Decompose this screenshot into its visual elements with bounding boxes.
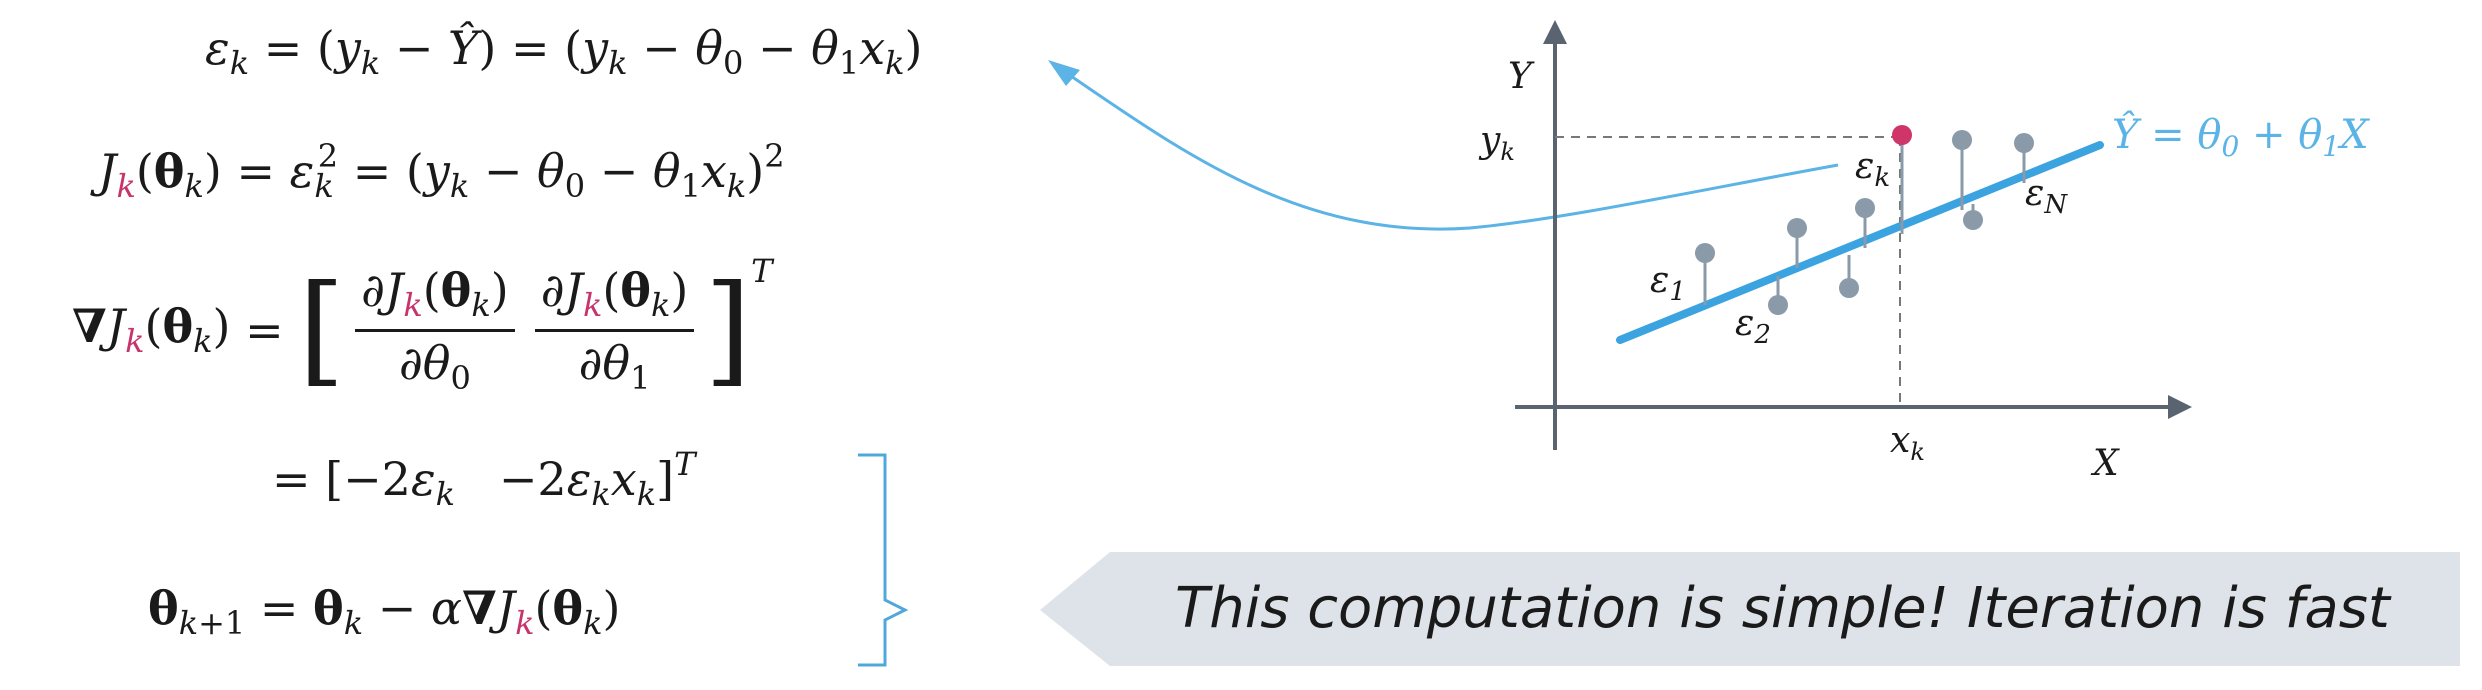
y-axis-label: Y bbox=[1508, 56, 1535, 97]
highlighted-point-k bbox=[1892, 125, 1912, 145]
regression-line bbox=[1616, 141, 2104, 344]
data-point bbox=[1768, 295, 1788, 315]
curved-arrow bbox=[1064, 70, 1839, 231]
xk-label: xk bbox=[1890, 420, 1925, 466]
update-equation: θk+1 = θk − α∇Jk(θk) bbox=[148, 581, 621, 642]
gradient-equation: ∇Jk(θk) = [∂Jk(θk)∂θ0∂Jk(θk)∂θ1]T bbox=[72, 252, 773, 399]
y-axis-arrowhead bbox=[1543, 20, 1567, 44]
epsilon-k-label: εk bbox=[1855, 146, 1890, 193]
grouping-brace bbox=[858, 453, 909, 667]
data-point bbox=[2014, 133, 2034, 153]
residual-equation: εk = (yk − Ŷ) = (yk − θ0 − θ1xk) bbox=[205, 21, 923, 82]
epsilon-2-label: ε2 bbox=[1735, 303, 1771, 350]
curved-arrow-head bbox=[1048, 60, 1080, 86]
callout-box bbox=[1040, 552, 2460, 666]
gradient-result-equation: = [−2εk −2εkxk]T bbox=[272, 445, 696, 513]
data-point bbox=[1787, 218, 1807, 238]
epsilon-N-label: εN bbox=[2025, 173, 2068, 220]
cost-equation: Jk(θk) = εk2 = (yk − θ0 − θ1xk)2 bbox=[98, 137, 785, 205]
epsilon-1-label: ε1 bbox=[1650, 260, 1686, 307]
data-point bbox=[1963, 210, 1983, 230]
model-label: Ŷ = θ0 + θ1X bbox=[2112, 111, 2370, 163]
data-point bbox=[1855, 198, 1875, 218]
yk-label: yk bbox=[1478, 120, 1515, 166]
x-axis-label: X bbox=[2090, 443, 2120, 484]
callout-text: This computation is simple! Iteration is… bbox=[1175, 576, 2390, 641]
data-point bbox=[1695, 243, 1715, 263]
x-axis-arrowhead bbox=[2168, 395, 2192, 419]
data-point bbox=[1952, 130, 1972, 150]
data-point bbox=[1839, 278, 1859, 298]
